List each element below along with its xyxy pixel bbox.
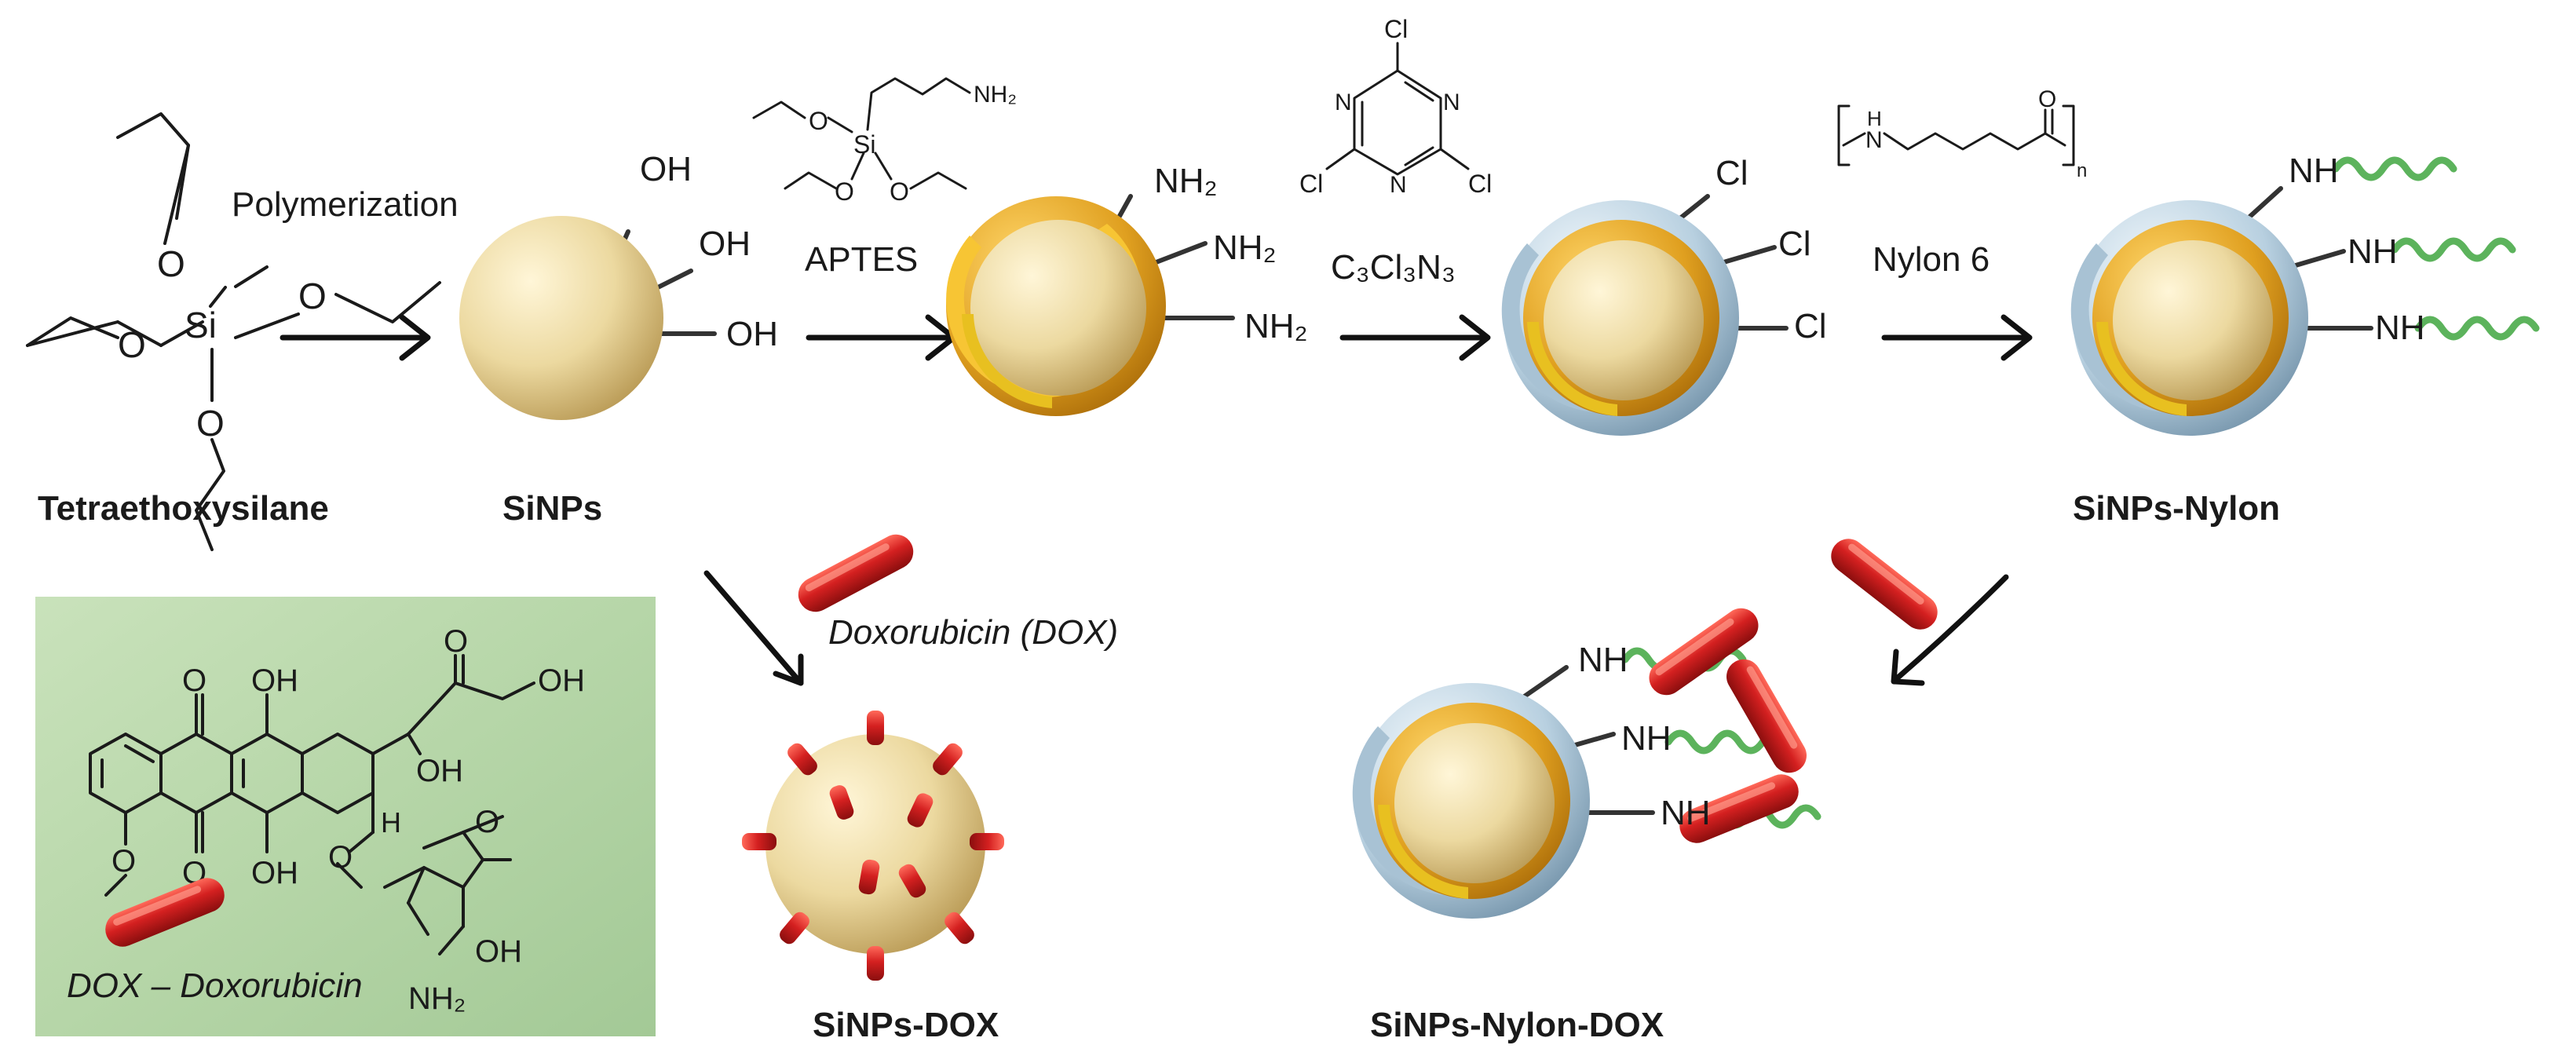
cyanuric-chloride-label: C₃Cl₃N₃ <box>1331 248 1456 287</box>
sinps-nylon-label: SiNPs-Nylon <box>2073 489 2280 528</box>
doxorubicin-label: Doxorubicin (DOX) <box>828 613 1118 652</box>
teos-silicon: Si <box>185 305 217 345</box>
amine-nh2-2: NH₂ <box>1213 228 1277 267</box>
nylon6-h: H <box>1867 107 1882 130</box>
dox-oh-bottom: OH <box>251 856 298 890</box>
dox-o-top: O <box>182 663 206 698</box>
sinps-label: SiNPs <box>502 489 602 528</box>
cc-n-1: N <box>1335 90 1352 115</box>
dox-oh-sugar: OH <box>475 934 522 969</box>
arrow-polymerization <box>280 314 431 361</box>
nylon-dox-nh-1: NH <box>1578 641 1628 679</box>
nylon6-label: Nylon 6 <box>1873 240 1990 279</box>
cc-cl-right: Cl <box>1468 170 1492 198</box>
arrow-nylon-dox-loading <box>1891 574 2009 686</box>
amine-nh2-1: NH₂ <box>1154 162 1218 200</box>
sinps-particle <box>459 216 717 420</box>
teos-oxygen-left: O <box>118 324 146 365</box>
aptes-o-2: O <box>835 177 854 206</box>
cyanuric-chloride-structure: Cl Cl Cl N N N <box>1299 15 1492 198</box>
nylon-nh-2: NH <box>2348 232 2398 271</box>
nylon6-subscript: n <box>2077 160 2087 181</box>
aptes-label: APTES <box>805 240 918 279</box>
nylon-dox-nh-3: NH <box>1661 794 1711 832</box>
dox-box-label: DOX – Doxorubicin <box>67 966 363 1005</box>
nylon-nh-3: NH <box>2375 309 2425 347</box>
sinps-oh-2: OH <box>699 225 751 263</box>
amine-nh2-3: NH₂ <box>1244 307 1308 345</box>
aptes-o-3: O <box>890 177 909 206</box>
arrow-dox-loading <box>703 570 804 686</box>
amine-particle <box>946 194 1235 416</box>
sinps-nylon-dox-particle <box>1352 601 1821 919</box>
sinps-dox-label: SiNPs-DOX <box>813 1006 999 1044</box>
sinps-dox-particle <box>742 711 1004 981</box>
dox-o-glyco: O <box>328 840 353 875</box>
dox-pill <box>792 528 919 618</box>
dox-structure-box: O O OH OH O O OH OH H O O OH NH₂ DOX – D… <box>35 597 656 1036</box>
polymerization-label: Polymerization <box>232 185 459 224</box>
cc-n-3: N <box>1390 172 1407 198</box>
dox-o-sugar: O <box>475 805 499 839</box>
dox-h: H <box>381 806 401 839</box>
dox-oh-top: OH <box>251 663 298 698</box>
dox-oh-side: OH <box>538 663 585 698</box>
aptes-nh2: NH₂ <box>974 82 1017 108</box>
aptes-o-1: O <box>809 107 828 135</box>
cc-cl-left: Cl <box>1299 170 1323 198</box>
teos-oxygen-top: O <box>157 243 185 284</box>
dox-o-ketone: O <box>444 624 468 659</box>
chloro-cl-2: Cl <box>1778 225 1811 263</box>
chloro-cl-3: Cl <box>1794 307 1827 345</box>
arrow-cyanuric-chloride <box>1339 314 1491 361</box>
nylon-dox-nh-2: NH <box>1621 719 1672 758</box>
dox-pill-2 <box>1824 532 1945 637</box>
aptes-si: Si <box>853 130 875 159</box>
dox-oh-ring: OH <box>416 754 463 788</box>
arrow-aptes <box>806 314 957 361</box>
sinps-nylon-particle <box>2070 156 2540 436</box>
teos-label: Tetraethoxysilane <box>38 489 329 528</box>
nylon6-structure: H N O n <box>1837 86 2087 181</box>
arrow-nylon6 <box>1881 314 2033 361</box>
teos-structure: O Si O O O <box>26 112 441 551</box>
chloro-cl-1: Cl <box>1716 154 1748 192</box>
nylon6-n: N <box>1865 127 1883 153</box>
dox-o-methoxy: O <box>111 844 136 879</box>
sinps-nylon-dox-label: SiNPs-Nylon-DOX <box>1370 1006 1664 1044</box>
aptes-structure: O Si O O NH₂ <box>752 77 1017 206</box>
teos-oxygen-right: O <box>298 276 327 316</box>
nylon-nh-1: NH <box>2289 152 2339 190</box>
cc-n-2: N <box>1443 90 1460 115</box>
sinps-oh-3: OH <box>726 315 778 353</box>
sinps-oh-1: OH <box>640 150 692 188</box>
teos-oxygen-bottom: O <box>196 403 225 444</box>
chloro-particle <box>1501 194 1789 436</box>
cc-cl-top: Cl <box>1384 15 1408 43</box>
dox-nh2: NH₂ <box>408 981 466 1016</box>
nylon6-o: O <box>2038 86 2056 112</box>
